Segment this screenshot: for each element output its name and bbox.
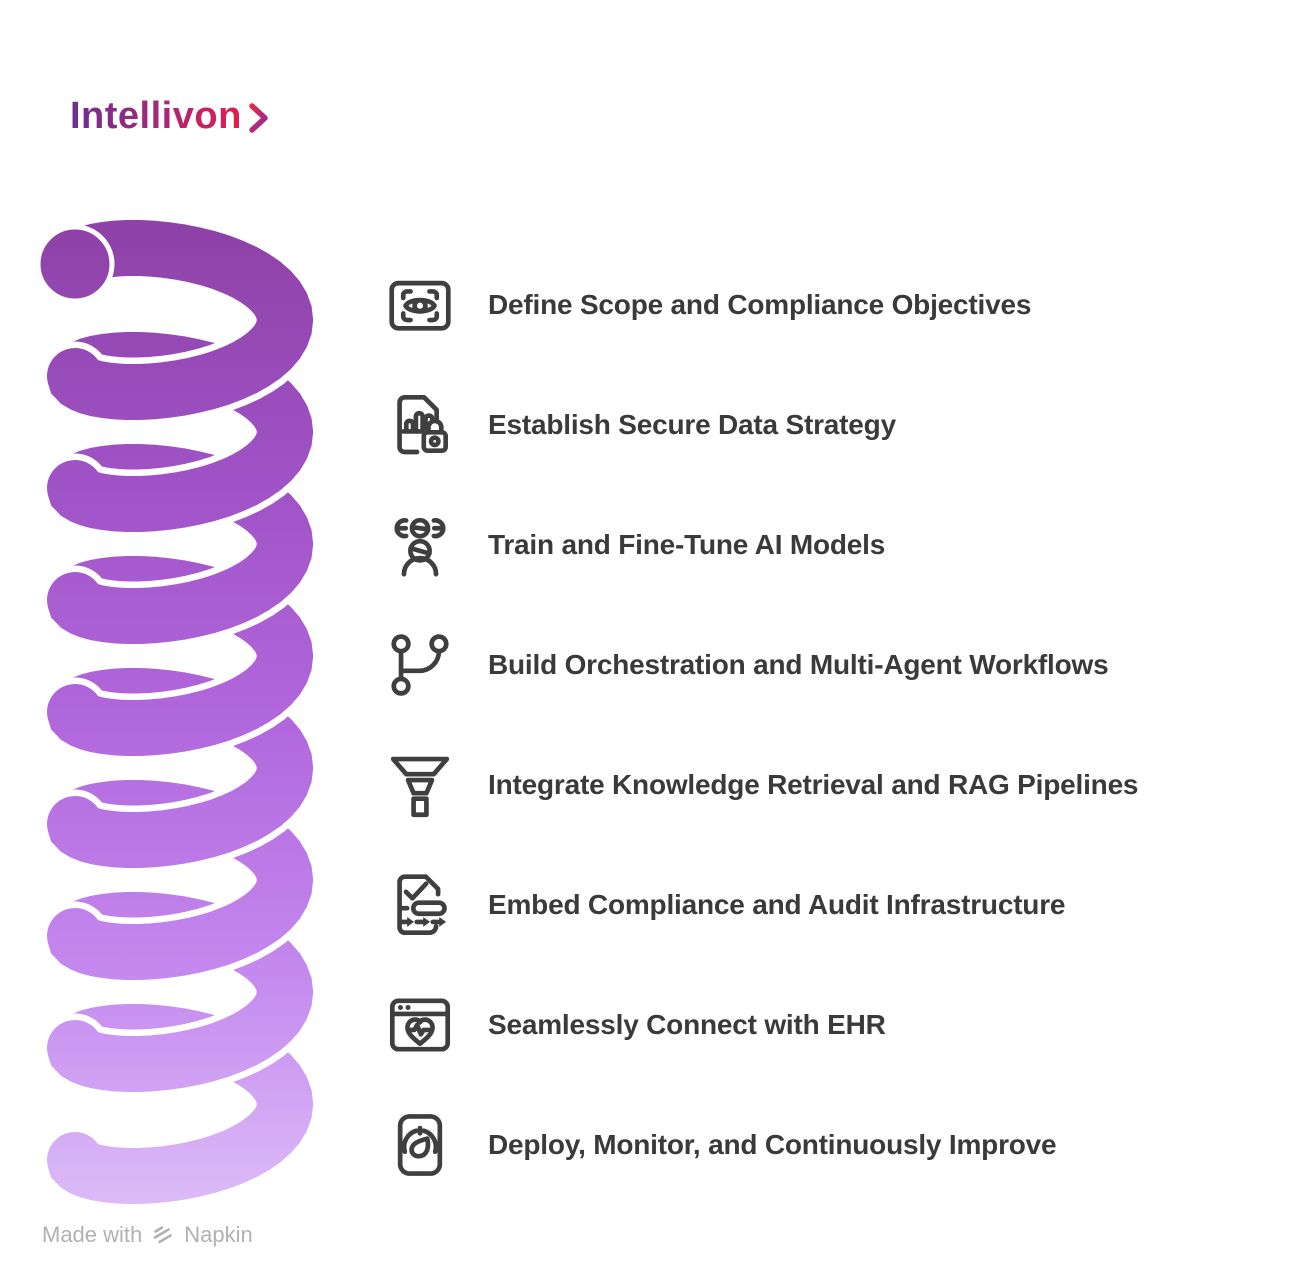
step-label: Establish Secure Data Strategy bbox=[488, 409, 896, 440]
step-row-1: Define Scope and Compliance Objectives bbox=[385, 245, 1138, 365]
step-label: Deploy, Monitor, and Continuously Improv… bbox=[488, 1129, 1057, 1160]
step-label: Embed Compliance and Audit Infrastructur… bbox=[488, 889, 1066, 920]
step-row-5: Integrate Knowledge Retrieval and RAG Pi… bbox=[385, 725, 1139, 845]
step-label: Integrate Knowledge Retrieval and RAG Pi… bbox=[488, 769, 1139, 800]
step-row-2: Establish Secure Data Strategy bbox=[385, 365, 1138, 485]
step-row-6: Embed Compliance and Audit Infrastructur… bbox=[385, 845, 1138, 965]
spring-spiral-svg bbox=[35, 213, 320, 1211]
spring-end-cap bbox=[35, 224, 115, 304]
step-label: Seamlessly Connect with EHR bbox=[488, 1009, 886, 1040]
steps-list: Define Scope and Compliance Objectives bbox=[385, 245, 1139, 1205]
audit-checklist-icon bbox=[385, 870, 455, 940]
step-row-8: Deploy, Monitor, and Continuously Improv… bbox=[385, 1085, 1138, 1205]
made-with-text: Made with bbox=[42, 1222, 143, 1247]
logo-wordmark: Intellivon bbox=[70, 95, 242, 137]
funnel-icon bbox=[385, 750, 455, 820]
secure-data-document-icon bbox=[385, 390, 455, 460]
ai-models-icon bbox=[385, 510, 455, 580]
gauge-icon bbox=[385, 1110, 455, 1180]
ehr-window-icon bbox=[385, 990, 455, 1060]
eye-scan-icon bbox=[385, 270, 455, 340]
napkin-logo-icon bbox=[153, 1226, 173, 1244]
napkin-brand-text: Napkin bbox=[184, 1222, 253, 1247]
step-label: Train and Fine-Tune AI Models bbox=[488, 529, 886, 560]
git-branch-icon bbox=[385, 630, 455, 700]
step-row-3: Train and Fine-Tune AI Models bbox=[385, 485, 1138, 605]
step-row-7: Seamlessly Connect with EHR bbox=[385, 965, 1138, 1085]
logo-chevron-icon bbox=[249, 102, 268, 133]
spring-coil bbox=[47, 220, 314, 420]
step-row-4: Build Orchestration and Multi-Agent Work… bbox=[385, 605, 1138, 725]
intellivon-logo: Intellivon bbox=[70, 95, 275, 138]
spring-spiral-graphic bbox=[28, 213, 328, 1228]
made-with-napkin: Made with Napkin bbox=[42, 1222, 253, 1248]
step-label: Define Scope and Compliance Objectives bbox=[488, 289, 1032, 320]
step-label: Build Orchestration and Multi-Agent Work… bbox=[488, 649, 1109, 680]
